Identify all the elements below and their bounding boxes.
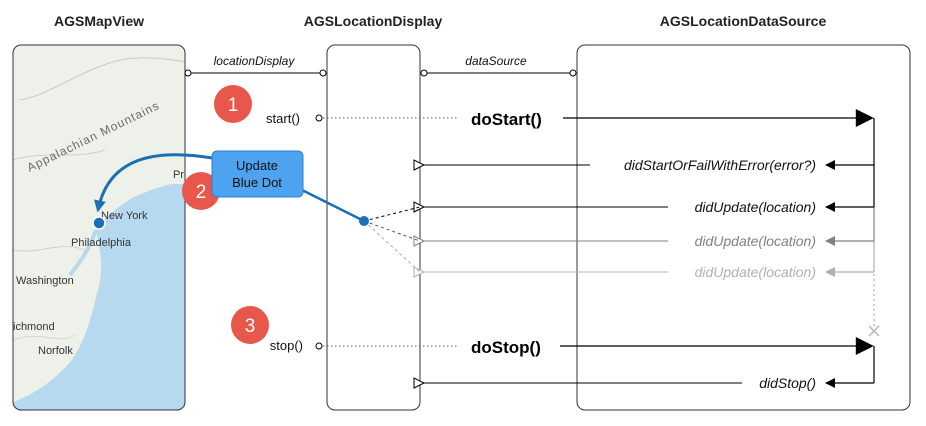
link-location-display-label: locationDisplay xyxy=(214,54,296,68)
method-do-stop-label: doStop() xyxy=(471,338,541,357)
step-badge-2 xyxy=(182,172,220,210)
display-update-dot xyxy=(359,216,369,226)
map-view: Appalachian Mountains New York Philadelp… xyxy=(13,45,185,410)
method-stop-knob xyxy=(315,342,323,350)
dot-link-update-2 xyxy=(363,220,421,242)
map-border-1 xyxy=(19,57,185,101)
callout-line-2: Blue Dot xyxy=(232,175,282,190)
link-end-knob-1 xyxy=(319,69,327,77)
location-display-box xyxy=(326,44,421,411)
link-datasource-label: dataSource xyxy=(465,54,527,68)
step-badge-3-number: 3 xyxy=(245,316,256,337)
location-datasource-box xyxy=(576,44,911,411)
header-mapview: AGSMapView xyxy=(54,13,144,29)
link-start-knob-1 xyxy=(184,69,192,77)
update-blue-dot-callout xyxy=(211,150,304,198)
map-border-3 xyxy=(13,149,106,161)
map-view-frame xyxy=(12,44,186,411)
map-label-philadelphia: Philadelphia xyxy=(71,237,132,249)
map-label-richmond: ichmond xyxy=(13,321,55,333)
map-label-providence: Pr xyxy=(173,169,184,181)
map-border-4 xyxy=(13,334,76,341)
callback-did-update-2-label: didUpdate(location) xyxy=(695,233,816,249)
step-badge-1 xyxy=(214,85,252,123)
callback-did-stop-label: didStop() xyxy=(759,375,816,391)
header-location-display: AGSLocationDisplay xyxy=(304,13,443,29)
link-start-knob-2 xyxy=(420,69,428,77)
dot-link-update-3 xyxy=(363,220,421,273)
step-badge-1-number: 1 xyxy=(228,95,239,116)
step-badge-2-number: 2 xyxy=(196,182,207,203)
dot-link-update-1 xyxy=(363,206,421,222)
callout-connector-line xyxy=(293,184,365,223)
map-label-new-york: New York xyxy=(101,210,148,222)
method-start-label: start() xyxy=(266,111,300,126)
link-end-knob-2 xyxy=(569,69,577,77)
update-curve-arrow xyxy=(94,153,213,213)
method-stop-label: stop() xyxy=(270,338,303,353)
blue-dot-icon xyxy=(92,216,106,230)
callback-did-update-1-label: didUpdate(location) xyxy=(695,199,816,215)
method-start-knob xyxy=(315,114,323,122)
callback-did-start-label: didStartOrFailWithError(error?) xyxy=(624,157,816,173)
map-label-washington: Washington xyxy=(16,275,74,287)
callout-line-1: Update xyxy=(236,158,278,173)
header-location-datasource: AGSLocationDataSource xyxy=(660,13,827,29)
step-badge-3 xyxy=(231,306,269,344)
map-border-2 xyxy=(13,246,86,252)
map-ocean xyxy=(13,184,185,410)
map-label-norfolk: Norfolk xyxy=(38,345,73,357)
callback-did-update-3-label: didUpdate(location) xyxy=(695,264,816,280)
map-bay xyxy=(68,229,98,277)
bracket-end-x xyxy=(868,325,880,337)
method-do-start-label: doStart() xyxy=(471,110,542,129)
